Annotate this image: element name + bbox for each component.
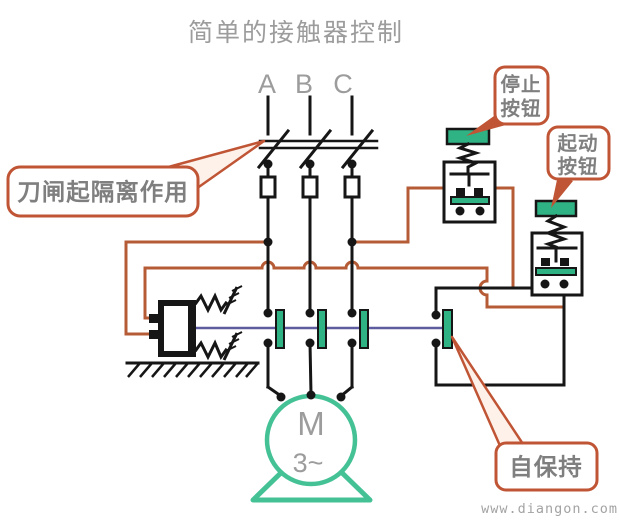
fuses bbox=[259, 162, 361, 199]
return-spring-top bbox=[193, 292, 229, 314]
start-terminal-left bbox=[540, 279, 550, 289]
stop-button-spring bbox=[454, 141, 482, 173]
control-wires-black bbox=[434, 284, 566, 387]
callout-stop-button: 停止 按钮 bbox=[466, 65, 550, 136]
callout-selfhold-text: 自保持 bbox=[509, 453, 583, 480]
junction-phase-a bbox=[263, 237, 273, 247]
start-contact-bridge bbox=[535, 267, 577, 276]
aux-contact bbox=[431, 309, 453, 349]
contact-a-bridge bbox=[275, 309, 285, 349]
motor-terminal-c bbox=[336, 392, 346, 402]
ground-hatching bbox=[127, 362, 259, 378]
stop-terminal-right bbox=[475, 206, 485, 216]
callout-stop-line1: 停止 bbox=[500, 73, 541, 96]
callout-knife-bubble bbox=[6, 165, 200, 218]
contact-b-bridge bbox=[317, 309, 327, 349]
start-button-spring bbox=[543, 213, 569, 249]
fuse-b-icon bbox=[301, 175, 319, 199]
wire-phaseC-to-stop bbox=[350, 186, 446, 244]
power-lines bbox=[265, 95, 355, 399]
stop-button bbox=[442, 127, 497, 224]
contact-c-top-terminal bbox=[347, 308, 357, 318]
contact-c-bridge bbox=[359, 309, 369, 349]
stop-fixed-contact-right bbox=[474, 188, 483, 196]
callout-selfhold-bubble bbox=[494, 441, 599, 492]
start-terminal-right bbox=[559, 279, 569, 289]
coil-terminal-bottom bbox=[149, 330, 158, 339]
armature bbox=[188, 300, 196, 357]
stop-fixed-contact-left bbox=[456, 188, 465, 196]
page-title: 简单的接触器控制 bbox=[188, 19, 404, 47]
motor-terminal-a bbox=[276, 392, 286, 402]
callout-selfhold-tail bbox=[450, 335, 525, 450]
aux-bottom-terminal bbox=[431, 338, 441, 348]
aux-bridge bbox=[442, 309, 453, 349]
callout-start-line1: 起动 bbox=[556, 133, 598, 155]
contact-a-top-terminal bbox=[263, 308, 273, 318]
motor-symbol: M bbox=[297, 405, 325, 442]
fuse-a-icon bbox=[259, 175, 277, 199]
coil-terminal-top bbox=[149, 314, 158, 323]
start-fixed-contact-left bbox=[541, 258, 550, 266]
callout-stop-line2: 按钮 bbox=[500, 97, 541, 120]
contact-b-top-terminal bbox=[305, 308, 315, 318]
phase-b-line-bottom bbox=[308, 341, 313, 396]
phase-label-b: B bbox=[295, 69, 313, 99]
phase-label-c: C bbox=[333, 69, 353, 99]
callout-knife-text: 刀闸起隔离作用 bbox=[17, 178, 189, 205]
callout-start-bubble bbox=[546, 125, 611, 181]
motor-terminal-b bbox=[306, 390, 316, 400]
stop-contact-bridge bbox=[450, 196, 490, 205]
callout-start-tail bbox=[551, 175, 573, 208]
callout-knife-switch: 刀闸起隔离作用 bbox=[6, 139, 266, 218]
motor-phase-type: 3~ bbox=[293, 448, 324, 478]
return-spring-bottom bbox=[193, 339, 229, 361]
wire-phaseA-to-coil bbox=[124, 240, 270, 336]
junction-phase-c bbox=[347, 237, 357, 247]
contact-c-bottom-terminal bbox=[347, 338, 357, 348]
start-button-cap[interactable] bbox=[534, 199, 578, 218]
wire-start-to-aux-bottom bbox=[434, 284, 566, 387]
coil-core bbox=[158, 300, 189, 357]
contactor-electromagnet bbox=[125, 285, 260, 378]
spring-anchor-bottom bbox=[222, 331, 243, 361]
aux-top-terminal bbox=[431, 310, 441, 320]
motor: M 3~ bbox=[250, 390, 373, 503]
wire-aux-top-to-start bbox=[434, 286, 546, 317]
contact-a-bottom-terminal bbox=[263, 338, 273, 348]
main-contacts bbox=[263, 308, 369, 349]
knife-switch[interactable] bbox=[256, 128, 379, 170]
phase-label-a: A bbox=[258, 69, 276, 99]
start-button bbox=[530, 199, 584, 297]
wire-stop-to-junction bbox=[493, 186, 515, 288]
stop-terminal-left bbox=[455, 206, 465, 216]
start-fixed-contact-right bbox=[560, 258, 569, 266]
callout-self-holding: 自保持 bbox=[450, 335, 599, 492]
contact-b-bottom-terminal bbox=[305, 338, 315, 348]
callout-start-line2: 按钮 bbox=[557, 155, 598, 178]
start-button-body bbox=[530, 231, 584, 297]
spring-anchor-top bbox=[222, 285, 243, 315]
callout-start-button: 起动 按钮 bbox=[546, 125, 611, 208]
callout-stop-bubble bbox=[493, 65, 550, 126]
fuse-c-icon bbox=[343, 175, 361, 199]
watermark: www.diangon.com bbox=[481, 501, 618, 517]
